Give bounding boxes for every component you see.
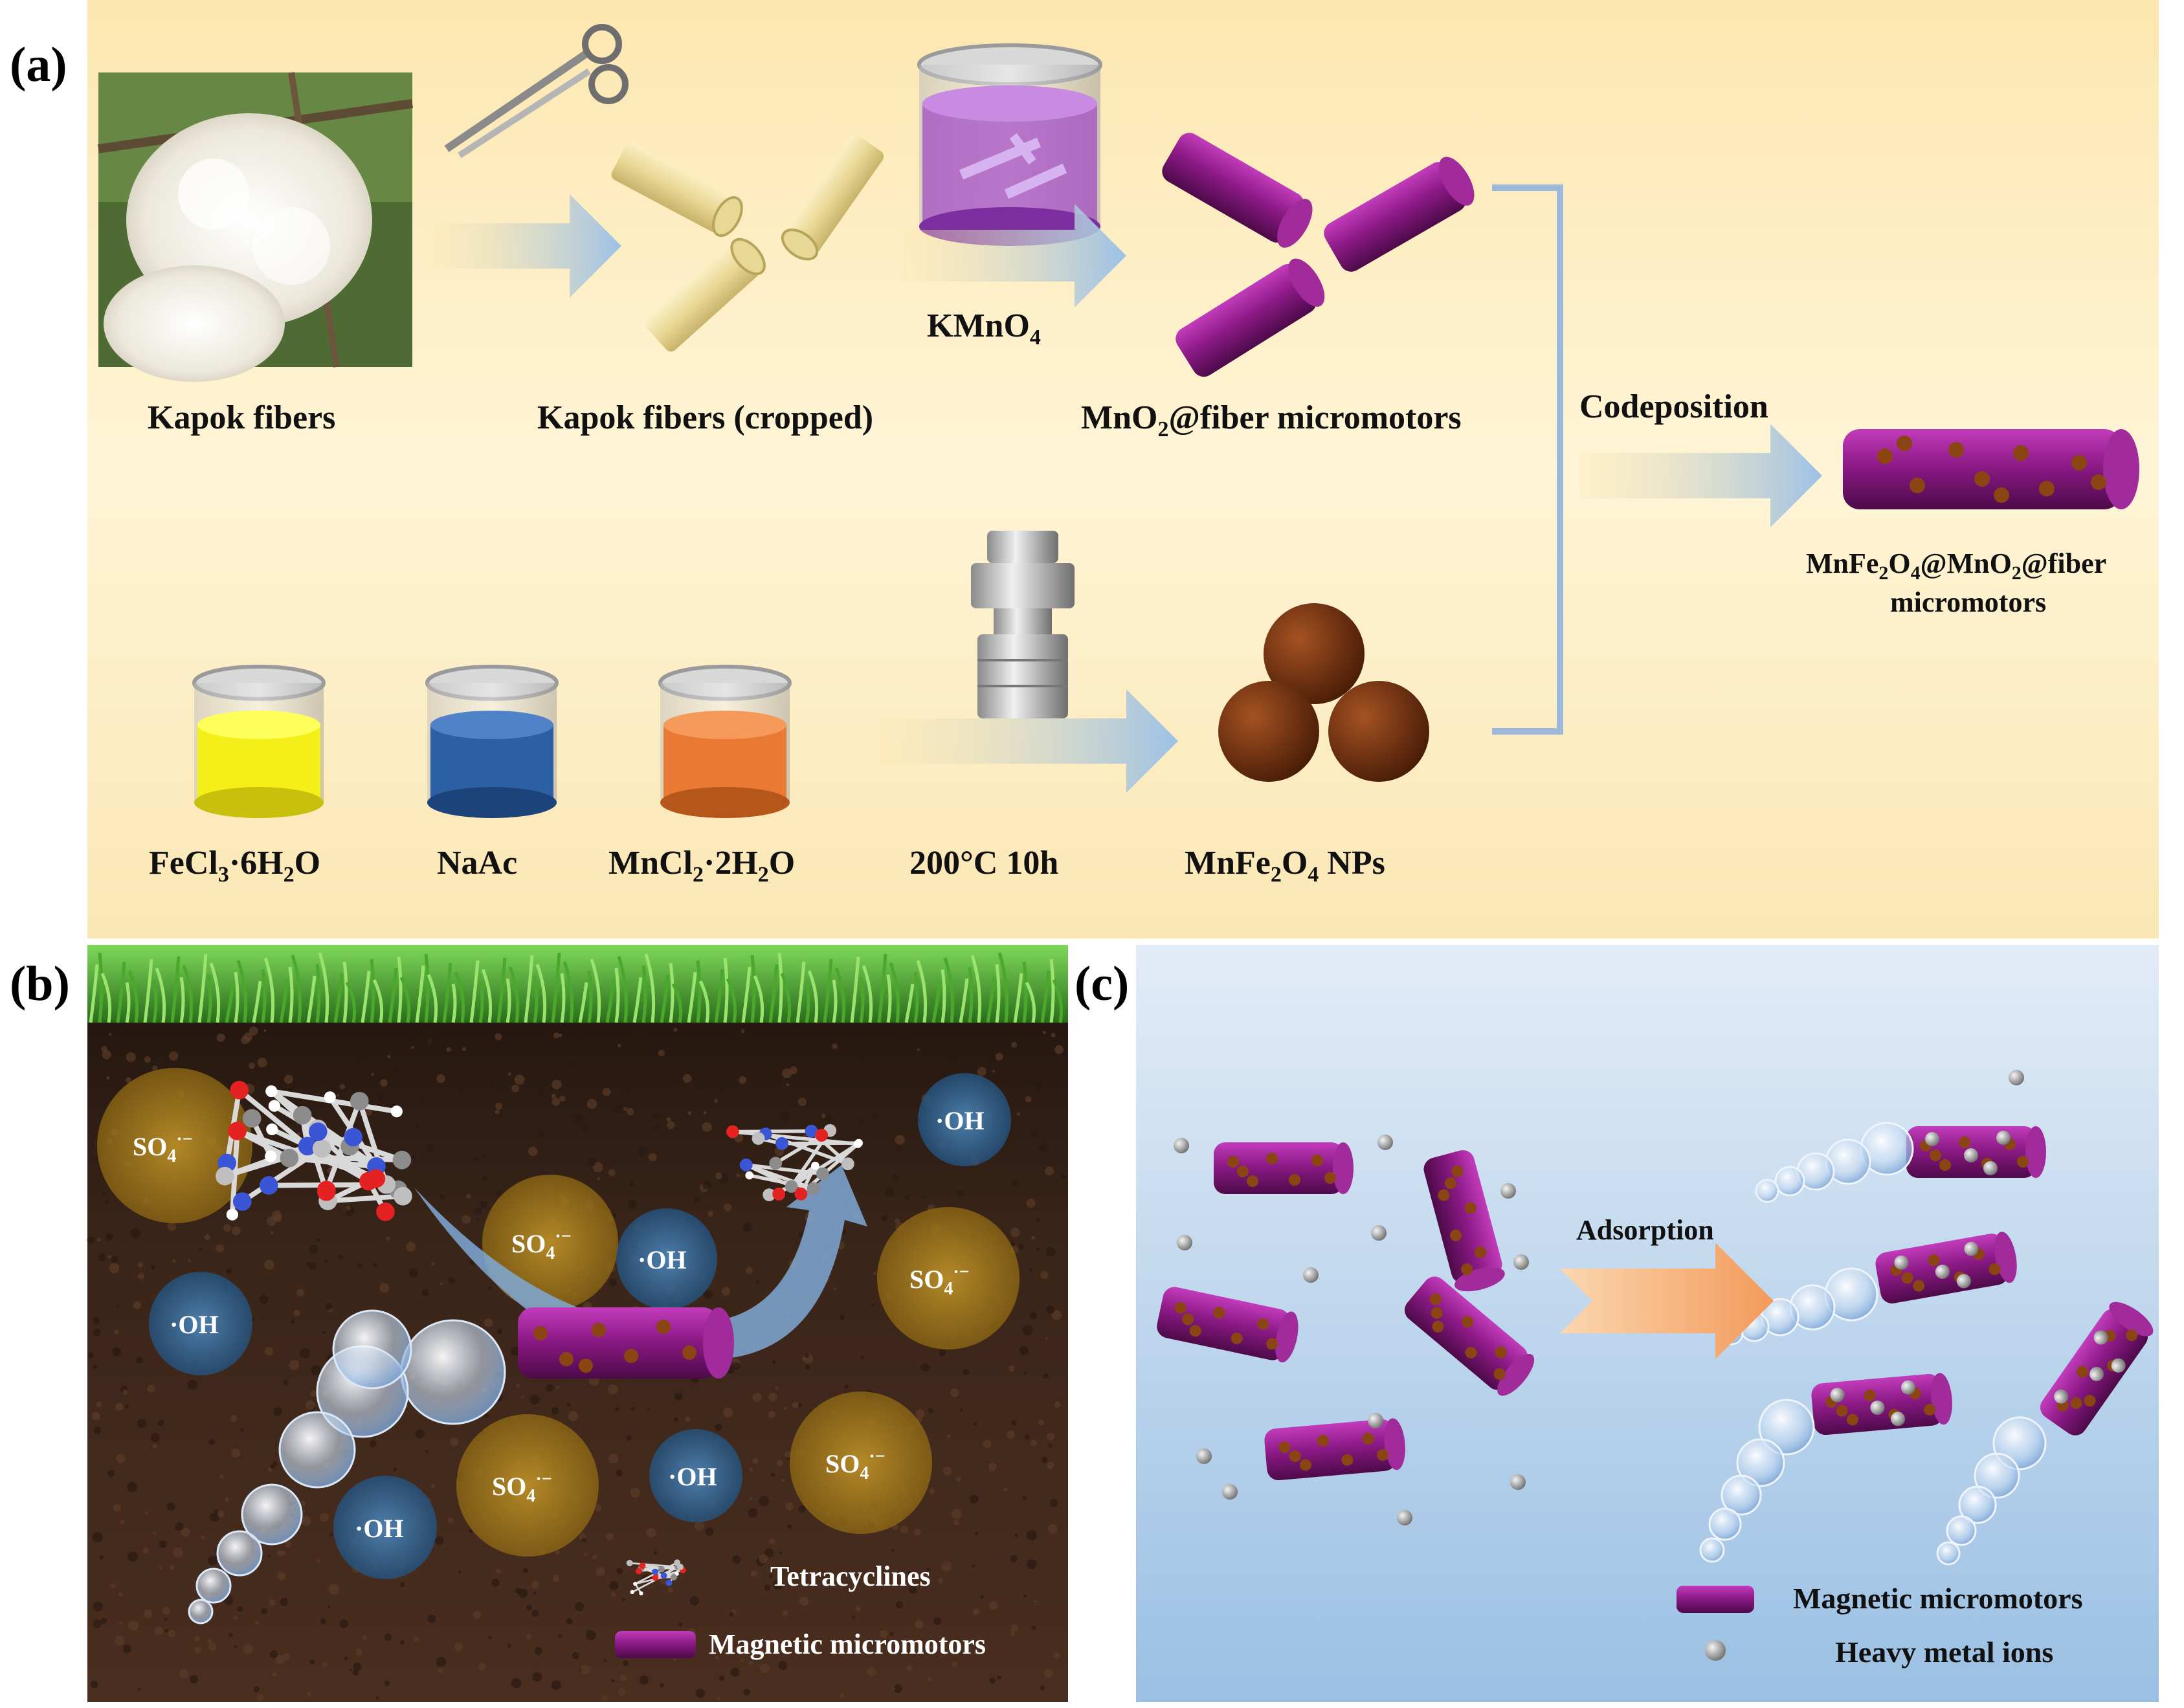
label-condition: 200°C 10h (909, 845, 1058, 882)
sulfate-radical: SO4·− (97, 1068, 252, 1223)
beaker-icon (917, 43, 1102, 246)
svg-text:SO4·−: SO4·− (133, 1129, 193, 1166)
hydroxyl-radical: ·OH (616, 1208, 717, 1309)
svg-text:Heavy metal ions: Heavy metal ions (1835, 1636, 2053, 1669)
panel-c: (c) Adsorption Magnetic micromotors Heav… (1075, 945, 2159, 1702)
merge-bracket (1492, 184, 1563, 735)
label-final-product-line1: MnFe2O4@MnO2@fiber (1806, 548, 2106, 584)
mnfe2o4-nanoparticles (1218, 603, 1429, 782)
hydroxyl-radical: ·OH (333, 1476, 437, 1579)
hydroxyl-radical: ·OH (149, 1272, 252, 1375)
svg-text:Magnetic micromotors: Magnetic micromotors (709, 1628, 986, 1660)
svg-text:Magnetic micromotors: Magnetic micromotors (1793, 1582, 2083, 1615)
label-codeposition: Codeposition (1579, 388, 1768, 425)
svg-text:SO4·−: SO4·− (492, 1469, 552, 1506)
svg-text:·OH: ·OH (170, 1310, 219, 1339)
beaker-mncl2 (658, 665, 792, 818)
label-final-product-line2: micromotors (1890, 586, 2046, 618)
svg-text:·OH: ·OH (355, 1514, 404, 1543)
label-cropped-fibers: Kapok fibers (cropped) (537, 399, 873, 436)
panel-a-label: (a) (10, 38, 67, 92)
svg-text:·OH: ·OH (668, 1462, 717, 1491)
sulfate-radical: SO4·− (482, 1175, 618, 1311)
autoclave-icon (971, 531, 1075, 718)
panel-c-label: (c) (1075, 957, 1129, 1011)
panel-a: (a) Kapok fibers (10, 0, 2159, 938)
beaker-naac (425, 665, 559, 818)
micromotor-b (518, 1307, 734, 1379)
sulfate-radical: SO4·− (877, 1207, 1020, 1349)
legend-micromotors-b: Magnetic micromotors (615, 1628, 986, 1660)
sulfate-radical: SO4·− (790, 1392, 932, 1534)
panel-b: (b) SO4·− SO4·− SO4·− SO4·− SO4·− · (10, 945, 1068, 1702)
degradation-arrow (414, 1165, 867, 1364)
label-kapok-fibers: Kapok fibers (148, 399, 335, 436)
final-product-micromotor (1843, 429, 2139, 509)
legend-tetracyclines: Tetracyclines (626, 1559, 931, 1595)
heavy-metal-ions (1174, 1070, 2024, 1525)
hydroxyl-radical: ·OH (918, 1073, 1011, 1166)
hydroxyl-radical: ·OH (649, 1429, 742, 1522)
svg-text:·OH: ·OH (935, 1106, 985, 1135)
scissors-icon (444, 24, 629, 159)
sulfate-radical: SO4·− (456, 1414, 599, 1557)
grass-blades (89, 952, 1064, 1023)
molecule-icon (726, 1124, 863, 1202)
label-kmno4: KMnO4 (927, 307, 1041, 349)
label-naac: NaAc (437, 845, 517, 882)
adsorption-arrow (1560, 1243, 1774, 1359)
kapok-photo (98, 72, 413, 382)
label-nps: MnFe2O4 NPs (1185, 845, 1385, 887)
svg-text:·OH: ·OH (638, 1245, 687, 1274)
panel-b-label: (b) (10, 957, 70, 1011)
process-arrow-4 (880, 689, 1178, 793)
cropped-kapok-fibers (611, 135, 884, 352)
process-arrow-2 (903, 204, 1126, 307)
svg-text:SO4·−: SO4·− (511, 1226, 572, 1263)
grass-layer (87, 945, 1068, 1023)
label-adsorption: Adsorption (1576, 1214, 1714, 1246)
label-fecl3: FeCl3·6H2O (149, 845, 320, 887)
process-arrow-1 (430, 194, 621, 298)
svg-text:SO4·−: SO4·− (909, 1262, 970, 1299)
svg-text:Tetracyclines: Tetracyclines (770, 1560, 931, 1592)
bubble-trail (188, 1309, 506, 1625)
legend-micromotors-c: Magnetic micromotors (1677, 1582, 2083, 1615)
mno2-micromotors (1162, 133, 1475, 377)
molecule-icon (216, 1080, 412, 1221)
micromotors-group-c (1157, 1126, 2154, 1481)
bubble-trails-c (1699, 1122, 2047, 1566)
legend-heavy-metal-ions: Heavy metal ions (1705, 1636, 2053, 1669)
label-mno2-micromotors: MnO2@fiber micromotors (1081, 399, 1462, 441)
label-mncl2: MnCl2·2H2O (608, 845, 795, 887)
svg-text:SO4·−: SO4·− (825, 1447, 886, 1483)
process-arrow-3 (1579, 424, 1822, 527)
beaker-fecl3 (192, 665, 326, 818)
